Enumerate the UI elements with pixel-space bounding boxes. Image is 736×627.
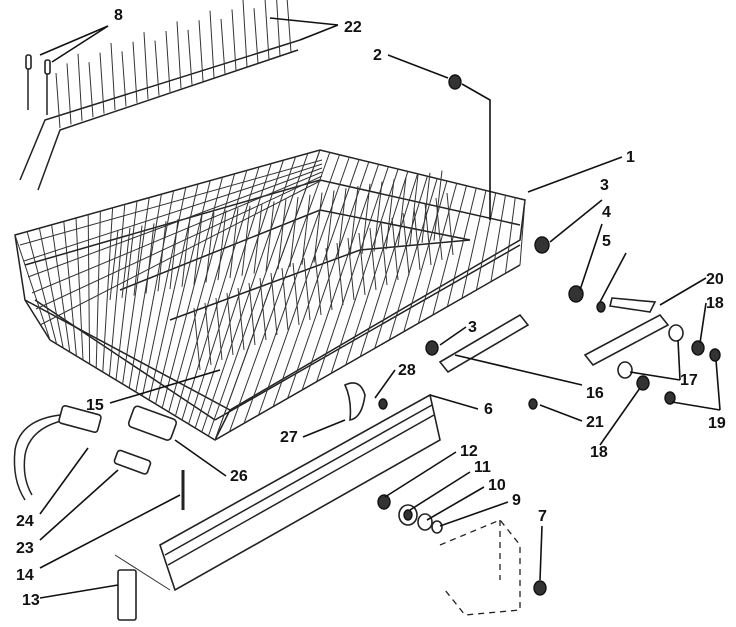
slide-rail: [114, 393, 441, 592]
callout-19: 19: [708, 415, 726, 432]
clip-pins: [25, 54, 51, 115]
callout-13: 13: [22, 592, 40, 609]
callout-7: 7: [538, 508, 547, 525]
callout-10: 10: [488, 477, 506, 494]
callout-4: 4: [602, 204, 611, 221]
callout-18-upper: 18: [706, 295, 724, 312]
callout-11: 11: [474, 459, 491, 476]
hardware-nuts: [378, 74, 721, 410]
callout-22: 22: [344, 19, 362, 36]
callout-24: 24: [16, 513, 34, 530]
callout-21: 21: [586, 414, 604, 431]
callout-9: 9: [512, 492, 521, 509]
motor-housing-outline: [439, 519, 521, 616]
callout-18-lower: 18: [590, 444, 608, 461]
callout-2: 2: [373, 47, 382, 64]
callout-5: 5: [602, 233, 611, 250]
callout-23: 23: [16, 540, 34, 557]
callout-6: 6: [484, 401, 493, 418]
callout-16: 16: [586, 385, 604, 402]
callout-17: 17: [680, 372, 698, 389]
tine-row-assembly: [19, 0, 301, 191]
leader-lines: [39, 17, 721, 599]
callout-8: 8: [114, 7, 123, 24]
callout-28: 28: [398, 362, 416, 379]
callout-14: 14: [16, 567, 34, 584]
callout-20: 20: [706, 271, 724, 288]
washer-stack: [377, 494, 547, 596]
small-brackets: [13, 382, 366, 621]
callout-12: 12: [460, 443, 478, 460]
callout-27: 27: [280, 429, 298, 446]
callout-3-upper: 3: [600, 177, 609, 194]
callout-15: 15: [86, 397, 104, 414]
callout-3-lower: 3: [468, 319, 477, 336]
callout-1: 1: [626, 149, 635, 166]
roller-arms: [438, 297, 670, 374]
dish-rack-basket: [14, 149, 526, 441]
callout-labels: 8 22 2 1 3 4 5 20 18 3 28 17 16 15 6 21 …: [16, 7, 726, 609]
callout-26: 26: [230, 468, 248, 485]
